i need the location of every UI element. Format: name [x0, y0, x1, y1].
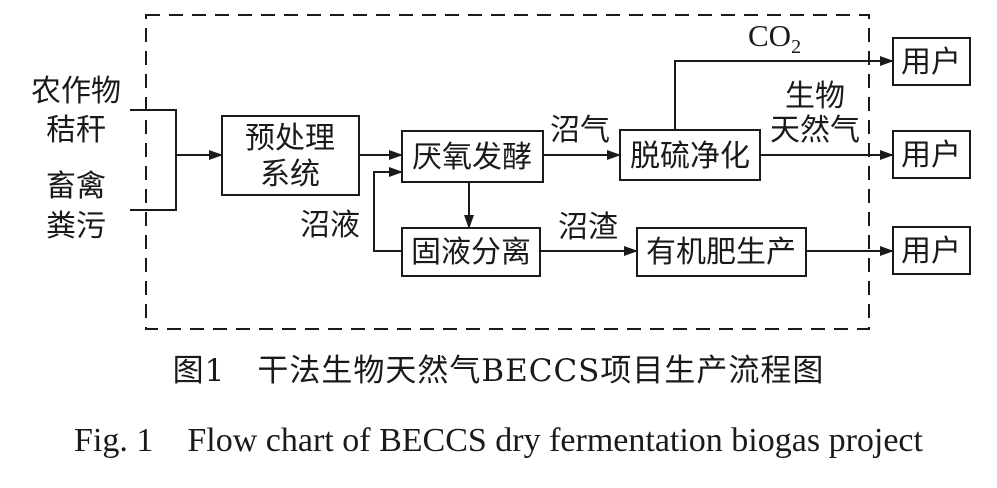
- input-straw-line1: 农作物: [31, 74, 121, 109]
- co2-subscript: 2: [791, 36, 801, 58]
- separation-box: [401, 227, 541, 277]
- pretreatment-box: [221, 115, 360, 196]
- anaerobic-label: 厌氧发酵: [412, 140, 532, 175]
- fertilizer-box: [636, 227, 807, 277]
- arrow-liquid-recycle: [373, 167, 403, 252]
- user-gas-box: [892, 130, 971, 179]
- solid-digestate-label: 沼渣: [558, 210, 618, 245]
- anaerobic-box: [401, 130, 544, 183]
- user-fertilizer-box: [892, 226, 971, 275]
- input-manure-line1: 畜禽: [46, 169, 106, 204]
- biomethane-label-line2: 天然气: [770, 113, 860, 148]
- user-co2-box: [892, 37, 971, 86]
- fertilizer-label: 有机肥生产: [646, 235, 796, 270]
- liquid-digestate-label: 沼液: [300, 208, 360, 243]
- desulfurization-label: 脱硫净化: [630, 139, 750, 174]
- biomethane-label-line1: 生物: [785, 79, 845, 114]
- co2-label: CO2: [748, 18, 801, 58]
- caption-english: Fig. 1 Flow chart of BECCS dry fermentat…: [74, 422, 923, 459]
- co2-base: CO: [748, 18, 791, 53]
- pretreatment-label-line1: 预处理: [245, 121, 335, 156]
- user-gas-label: 用户: [901, 138, 961, 173]
- input-bracket-line: [130, 109, 177, 211]
- caption-chinese: 图1 干法生物天然气BECCS项目生产流程图: [172, 353, 825, 389]
- arrow-co2-to-user: [674, 56, 894, 130]
- user-co2-label: 用户: [901, 45, 961, 80]
- separation-label: 固液分离: [411, 235, 531, 270]
- desulfurization-box: [619, 129, 761, 181]
- user-fertilizer-label: 用户: [901, 234, 961, 269]
- input-manure-line2: 粪污: [46, 209, 106, 244]
- pretreatment-label-line2: 系统: [260, 157, 320, 192]
- input-straw-line2: 秸秆: [46, 113, 106, 148]
- biogas-label: 沼气: [550, 113, 610, 148]
- project-boundary: [145, 14, 870, 330]
